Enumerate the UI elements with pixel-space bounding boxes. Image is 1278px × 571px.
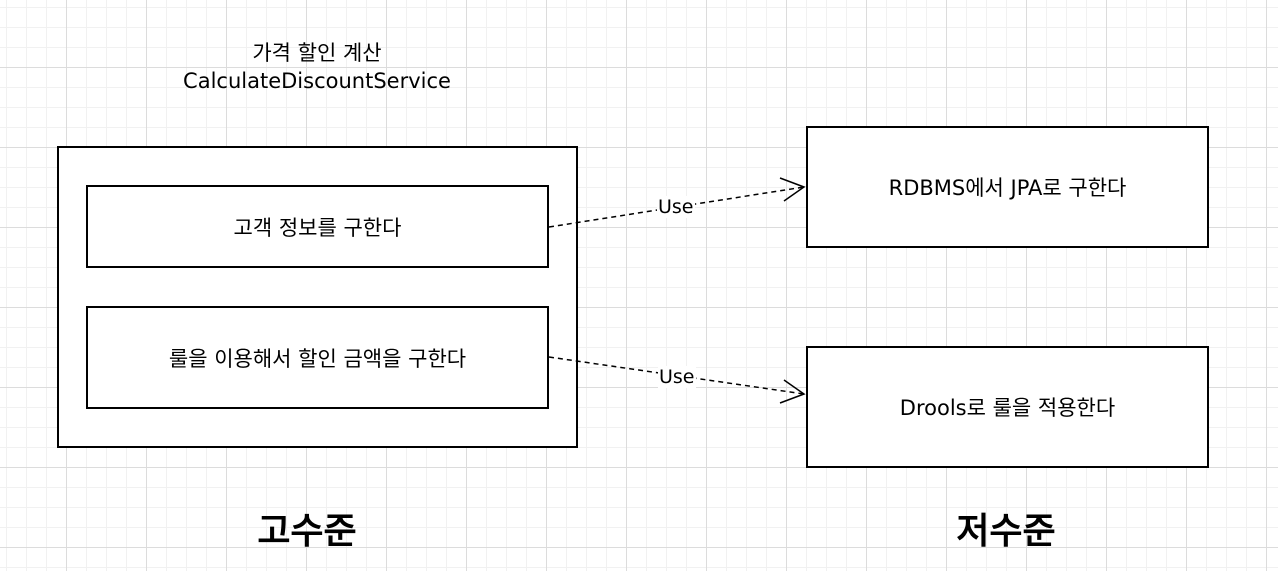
use-label-2: Use — [658, 366, 696, 388]
diagram-title-korean: 가격 할인 계산 — [252, 41, 382, 65]
rdbms-jpa-box: RDBMS에서 JPA로 구한다 — [806, 126, 1209, 248]
low-level-caption: 저수준 — [956, 511, 1056, 552]
customer-info-box: 고객 정보를 구한다 — [86, 185, 549, 268]
use-label-1: Use — [657, 196, 695, 218]
drools-box: Drools로 룰을 적용한다 — [806, 346, 1209, 468]
use-arrow-2-head — [779, 379, 806, 404]
high-level-caption: 고수준 — [257, 511, 357, 552]
discount-rule-box: 룰을 이용해서 할인 금액을 구한다 — [86, 306, 549, 409]
use-arrow-1-head — [779, 177, 806, 202]
diagram-title-service: CalculateDiscountService — [183, 69, 451, 93]
